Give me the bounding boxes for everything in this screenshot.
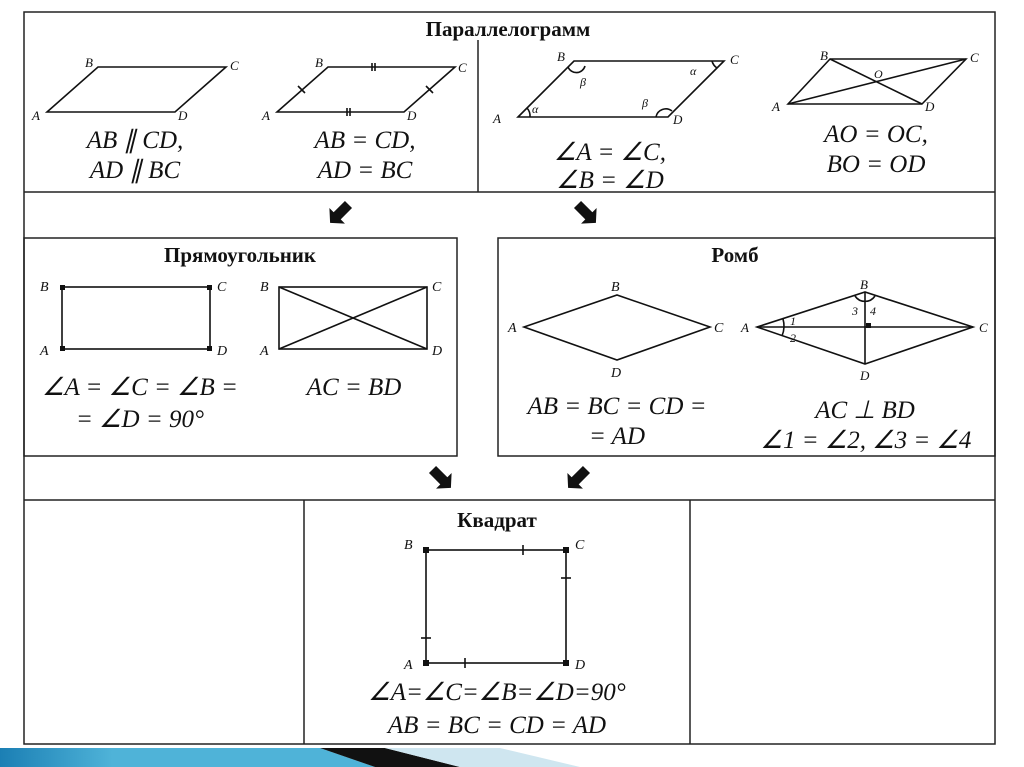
formula-square-angles: ∠A=∠C=∠B=∠D=90° (368, 679, 625, 706)
svg-text:A: A (31, 108, 40, 123)
svg-text:A: A (492, 111, 501, 126)
svg-text:A: A (39, 344, 49, 359)
svg-text:C: C (230, 58, 239, 73)
svg-text:β: β (579, 75, 586, 89)
formula-parallel-1: AB ∥ CD, (85, 127, 184, 154)
svg-text:2: 2 (790, 331, 796, 345)
rhombus-figure-1: A B C D (507, 280, 724, 381)
formula-right-angles-1: ∠A = ∠C = ∠B = (42, 374, 238, 401)
formula-equal-sides-1: AB = CD, (313, 127, 416, 154)
svg-text:B: B (85, 55, 93, 70)
rhombus-title: Ромб (711, 243, 758, 267)
svg-text:D: D (216, 344, 227, 359)
svg-text:β: β (641, 96, 648, 110)
svg-text:A: A (507, 321, 517, 336)
svg-text:A: A (403, 658, 413, 673)
svg-text:A: A (259, 344, 269, 359)
formula-equal-sides-rhombus-2: = AD (589, 423, 645, 450)
rhombus-figure-2: A B C D 1 2 3 4 (740, 277, 988, 383)
svg-text:B: B (260, 280, 269, 295)
slide-footer-bar (0, 748, 580, 767)
svg-text:1: 1 (790, 314, 796, 328)
parallelogram-figure-2: A B C D (261, 55, 467, 123)
parallelogram-title: Параллелограмм (426, 17, 591, 41)
svg-text:C: C (432, 280, 442, 295)
formula-square-sides: AB = BC = CD = AD (386, 712, 606, 739)
formula-equal-diagonals: AC = BD (305, 374, 402, 401)
svg-text:B: B (404, 538, 413, 553)
table-frame (23, 11, 996, 745)
formula-equal-sides-rhombus-1: AB = BC = CD = (525, 393, 706, 420)
svg-text:D: D (610, 366, 621, 381)
formula-diagonals-2: BO = OD (827, 151, 926, 178)
rectangle-title: Прямоугольник (164, 243, 317, 267)
svg-text:D: D (859, 368, 870, 383)
arrow-down-right-icon (573, 200, 597, 224)
svg-text:D: D (406, 108, 417, 123)
svg-text:3: 3 (851, 304, 858, 318)
svg-text:B: B (860, 277, 868, 292)
svg-text:α: α (532, 102, 539, 116)
arrow-down-left-icon (567, 465, 591, 489)
formula-right-angles-2: = ∠D = 90° (76, 406, 204, 433)
svg-text:A: A (740, 320, 749, 335)
arrow-down-left-icon (329, 200, 353, 224)
svg-text:C: C (458, 60, 467, 75)
formula-angles-2: ∠B = ∠D (556, 167, 664, 194)
svg-text:C: C (217, 280, 227, 295)
svg-text:D: D (672, 112, 683, 127)
arrow-down-right-icon (428, 465, 452, 489)
svg-text:O: O (874, 67, 883, 81)
formula-equal-sides-2: AD = BC (316, 157, 413, 184)
square-figure: B C A D (403, 538, 585, 673)
svg-text:4: 4 (870, 304, 876, 318)
formula-perpendicular-diagonals: AC ⊥ BD (813, 397, 915, 424)
formula-angles-1: ∠A = ∠C, (554, 139, 666, 166)
svg-text:C: C (970, 50, 979, 65)
svg-text:B: B (611, 280, 620, 295)
rectangle-figure-1: B C A D (39, 280, 227, 359)
formula-parallel-2: AD ∥ BC (88, 157, 181, 184)
parallelogram-figure-4: A B C D O (771, 48, 979, 114)
svg-text:A: A (261, 108, 270, 123)
svg-text:C: C (730, 52, 739, 67)
svg-text:D: D (924, 99, 935, 114)
svg-text:D: D (431, 344, 442, 359)
formula-bisected-angles: ∠1 = ∠2, ∠3 = ∠4 (761, 427, 972, 454)
svg-text:B: B (557, 49, 565, 64)
parallelogram-figure-1: A B C D (31, 55, 239, 123)
svg-text:B: B (315, 55, 323, 70)
svg-text:B: B (40, 280, 49, 295)
svg-text:A: A (771, 99, 780, 114)
svg-text:C: C (979, 320, 988, 335)
parallelogram-figure-3: A B C D α α β β (492, 49, 739, 127)
svg-text:C: C (575, 538, 585, 553)
svg-text:D: D (574, 658, 585, 673)
svg-text:α: α (690, 64, 697, 78)
svg-text:B: B (820, 48, 828, 63)
svg-text:D: D (177, 108, 188, 123)
rectangle-figure-2: B C A D (259, 280, 442, 359)
svg-text:C: C (714, 321, 724, 336)
formula-diagonals-1: AO = OC, (822, 121, 928, 148)
square-title: Квадрат (457, 508, 537, 532)
